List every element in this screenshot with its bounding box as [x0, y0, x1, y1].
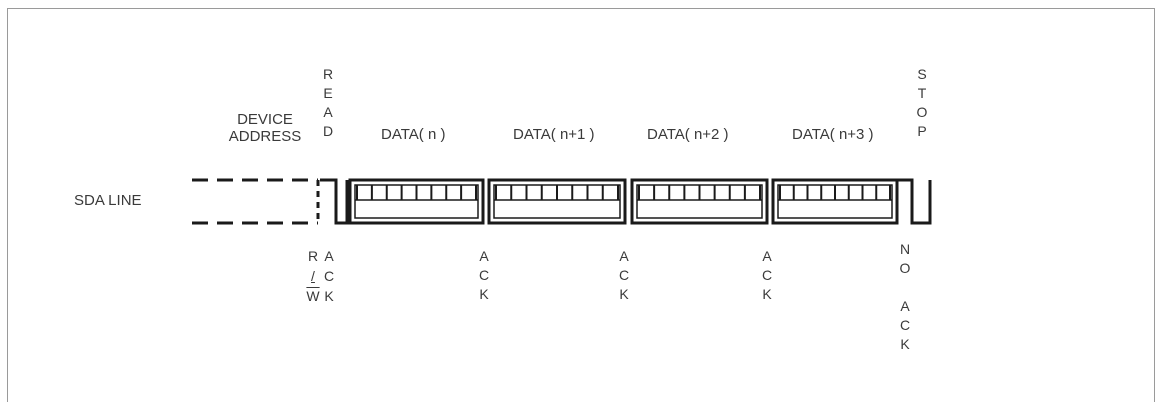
ack-label-1: A C K: [477, 247, 491, 304]
stop-letter: P: [917, 123, 927, 139]
data-n3-label: DATA( n+3 ): [792, 126, 874, 143]
stop-letter: T: [917, 85, 927, 101]
read-letter: A: [323, 104, 333, 120]
no-ack-label: N O A C K: [898, 240, 912, 354]
rw-label: R / W: [306, 246, 320, 306]
data-byte: [487, 178, 627, 225]
data-byte: [348, 178, 485, 225]
device-address-label: DEVICE ADDRESS: [219, 111, 311, 145]
ack-letter: K: [900, 336, 910, 352]
ack-letter: A: [762, 248, 772, 264]
ack-letter: C: [899, 317, 911, 333]
read-label: R E A D: [321, 65, 335, 141]
ack-letter: C: [761, 267, 773, 283]
ack-letter: K: [619, 286, 629, 302]
ack-letter: C: [478, 267, 490, 283]
no-letter: N: [899, 241, 911, 257]
data-byte: [630, 178, 769, 225]
data-n-label: DATA( n ): [381, 126, 446, 143]
byte-outline: [771, 178, 899, 225]
ack-label-3: A C K: [760, 247, 774, 304]
no-letter: O: [899, 260, 911, 276]
ack-letter: A: [324, 248, 334, 264]
ack-label-first: A C K: [322, 246, 336, 306]
ack-letter: K: [324, 288, 334, 304]
data-n1-label: DATA( n+1 ): [513, 126, 595, 143]
device-label-line2: ADDRESS: [228, 128, 302, 145]
ack-label-2: A C K: [617, 247, 631, 304]
sda-line-label: SDA LINE: [74, 192, 142, 209]
ack-letter: K: [479, 286, 489, 302]
device-label-line1: DEVICE: [237, 111, 293, 128]
ack-letter: A: [619, 248, 629, 264]
read-letter: D: [322, 123, 334, 139]
no-ack-gap: [898, 278, 912, 297]
rw-letter: /: [311, 268, 315, 284]
byte-outline: [487, 178, 627, 225]
data-byte: [771, 178, 899, 225]
stop-letter: O: [916, 104, 928, 120]
rw-letter: W: [306, 288, 320, 304]
device-address-dashed: [192, 178, 320, 225]
stop-bit: [896, 178, 932, 225]
rw-letter: R: [307, 248, 319, 264]
ack-letter: K: [762, 286, 772, 302]
data-n2-label: DATA( n+2 ): [647, 126, 729, 143]
read-bit: [320, 178, 349, 225]
diagram-frame: [7, 8, 1155, 402]
ack-letter: C: [618, 267, 630, 283]
byte-outline: [630, 178, 769, 225]
stop-label: S T O P: [915, 65, 929, 141]
ack-letter: A: [900, 298, 910, 314]
stop-letter: S: [917, 66, 927, 82]
ack-letter: C: [323, 268, 335, 284]
read-letter: R: [322, 66, 334, 82]
read-letter: E: [323, 85, 333, 101]
ack-letter: A: [479, 248, 489, 264]
byte-outline: [348, 178, 485, 225]
